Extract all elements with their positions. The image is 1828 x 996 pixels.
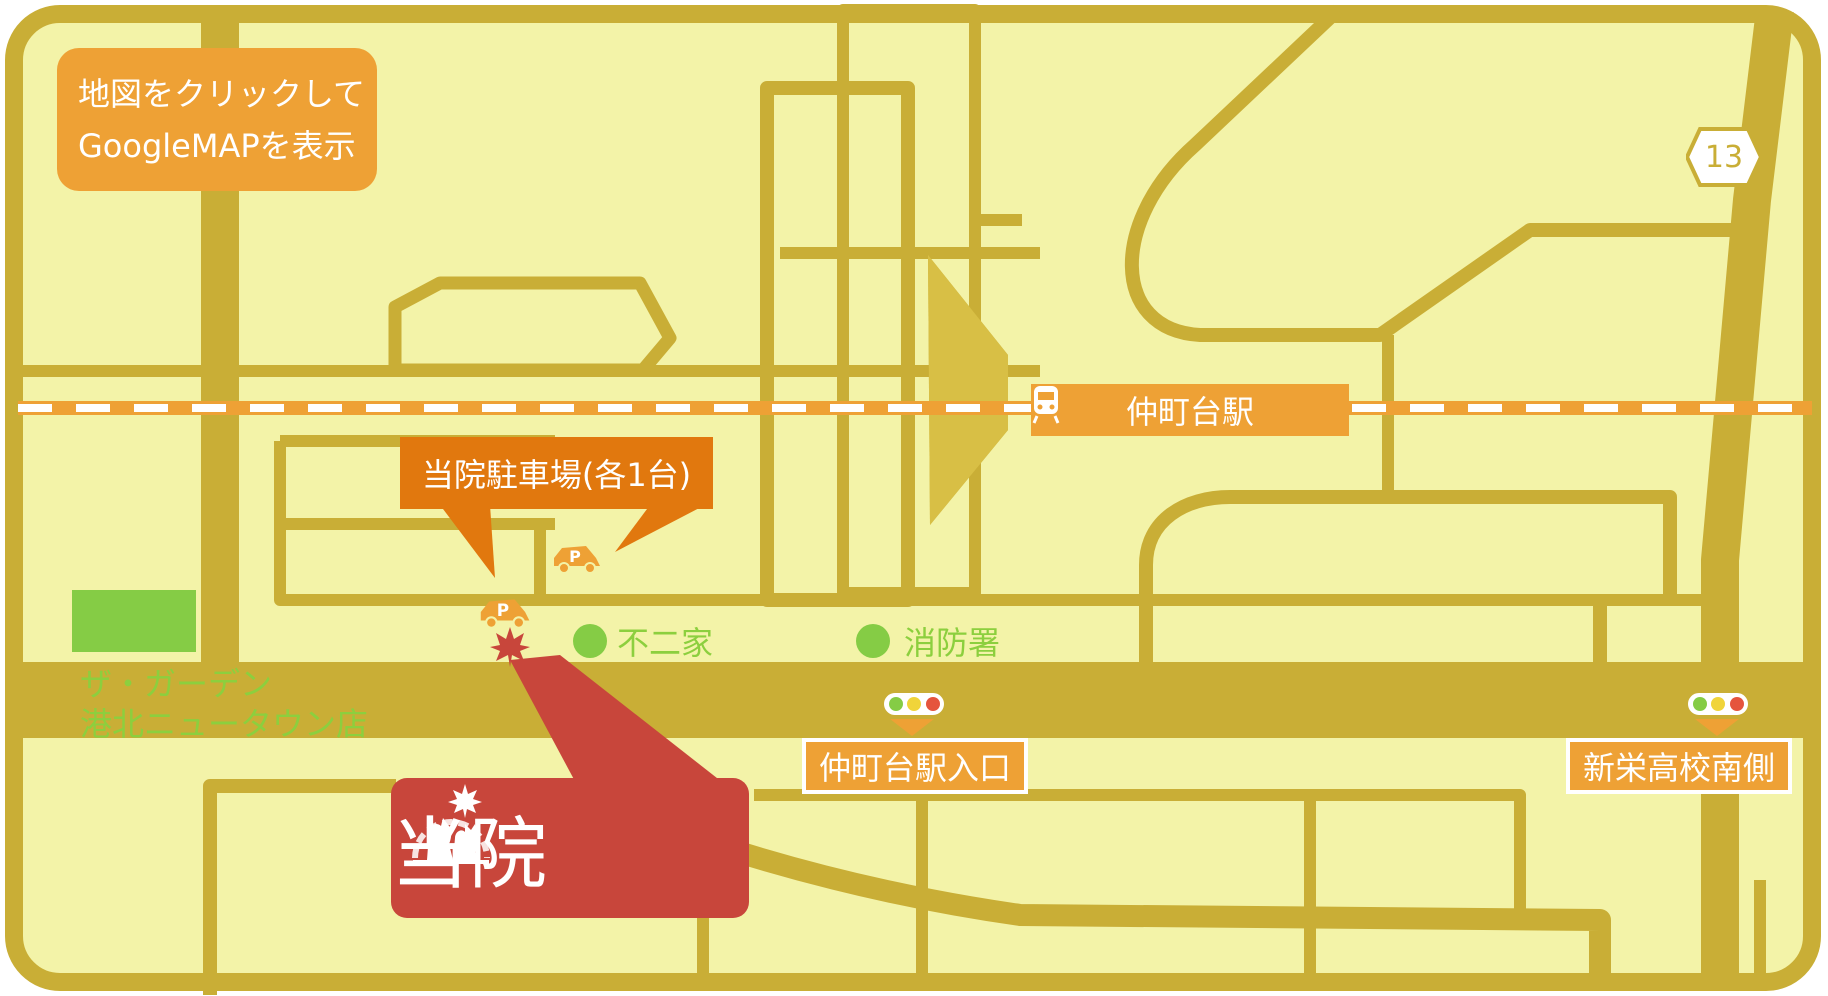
parking-callout: 当院駐車場(各1台)	[400, 437, 713, 509]
store-name-line2: 港北ニュータウン店	[80, 705, 369, 743]
svg-text:P: P	[569, 547, 581, 566]
curve-road	[1124, 4, 1740, 342]
signal-label-nakamachidai-iriguchi: 仲町台駅入口	[802, 738, 1028, 794]
road-network	[10, 4, 1820, 995]
right-block-road	[1139, 490, 1677, 665]
click-note-line2: GoogleMAPを表示	[78, 127, 356, 165]
clinic-logo-icon	[412, 784, 490, 864]
station-label[interactable]: 仲町台駅	[1031, 384, 1349, 436]
poi-dot-icon	[856, 624, 890, 658]
store-name-line1: ザ・ガーデン	[80, 665, 273, 703]
click-to-open-note[interactable]: 地図をクリックして GoogleMAPを表示	[57, 48, 377, 191]
park-area	[72, 590, 196, 652]
station-name: 仲町台駅	[1125, 393, 1254, 431]
poi-label: 不二家	[617, 624, 714, 662]
poi-fire-station: 消防署	[856, 618, 1000, 664]
route-13-badge: 13	[1686, 127, 1762, 187]
parking-callout-text: 当院駐車場(各1台)	[421, 456, 692, 494]
traffic-light-icon	[1686, 691, 1750, 717]
poi-fujiya: 不二家	[573, 618, 713, 664]
lower-block-road	[203, 779, 396, 995]
signal-label-shinei-koko-minamigawa: 新栄高校南側	[1566, 738, 1792, 794]
parking-pointer-left	[440, 505, 495, 578]
store-label: ザ・ガーデン 港北ニュータウン店	[80, 664, 368, 744]
clinic-label[interactable]: 当院	[391, 778, 749, 918]
parking-pointer-right	[615, 505, 705, 552]
lower-curve-road	[712, 834, 1611, 990]
click-note-line1: 地図をクリックして	[78, 75, 366, 113]
poi-label: 消防署	[904, 624, 1001, 662]
clinic-pointer	[510, 655, 745, 800]
svg-text:P: P	[497, 600, 509, 620]
train-icon	[1032, 386, 1060, 424]
pentagon-road	[388, 276, 677, 377]
poi-dot-icon	[573, 624, 607, 658]
traffic-light-icon	[882, 691, 946, 717]
